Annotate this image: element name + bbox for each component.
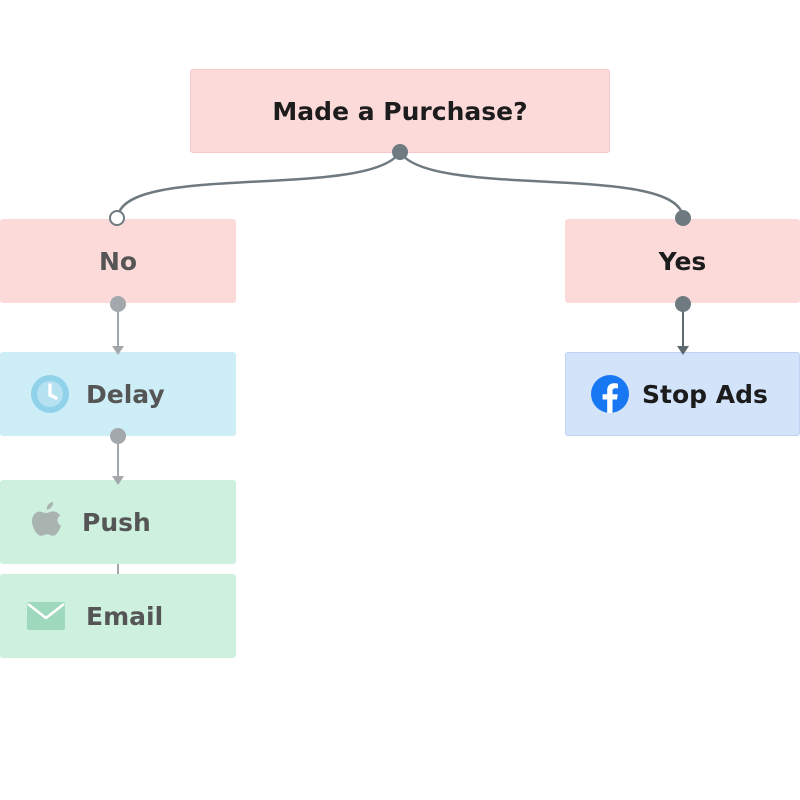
branch-node-no[interactable]: No: [0, 219, 236, 303]
action-node-stop-ads[interactable]: Stop Ads: [565, 352, 800, 436]
stop-ads-label: Stop Ads: [642, 379, 768, 409]
decision-node-made-a-purchase[interactable]: Made a Purchase?: [190, 69, 610, 153]
envelope-icon: [27, 602, 65, 630]
clock-icon: [31, 375, 69, 413]
branch-node-yes[interactable]: Yes: [565, 219, 800, 303]
delay-label: Delay: [86, 379, 165, 409]
branch-yes-label: Yes: [658, 246, 707, 276]
facebook-icon: [591, 375, 629, 413]
connector-decision-to-no: [116, 151, 402, 219]
apple-icon: [32, 502, 61, 536]
connector-decision-to-yes: [398, 151, 685, 219]
action-node-delay[interactable]: Delay: [0, 352, 236, 436]
decision-label: Made a Purchase?: [272, 96, 528, 126]
branch-no-label: No: [98, 246, 138, 276]
action-node-email[interactable]: Email: [0, 574, 236, 658]
action-node-push[interactable]: Push: [0, 480, 236, 564]
push-label: Push: [82, 507, 151, 537]
email-label: Email: [86, 601, 164, 631]
